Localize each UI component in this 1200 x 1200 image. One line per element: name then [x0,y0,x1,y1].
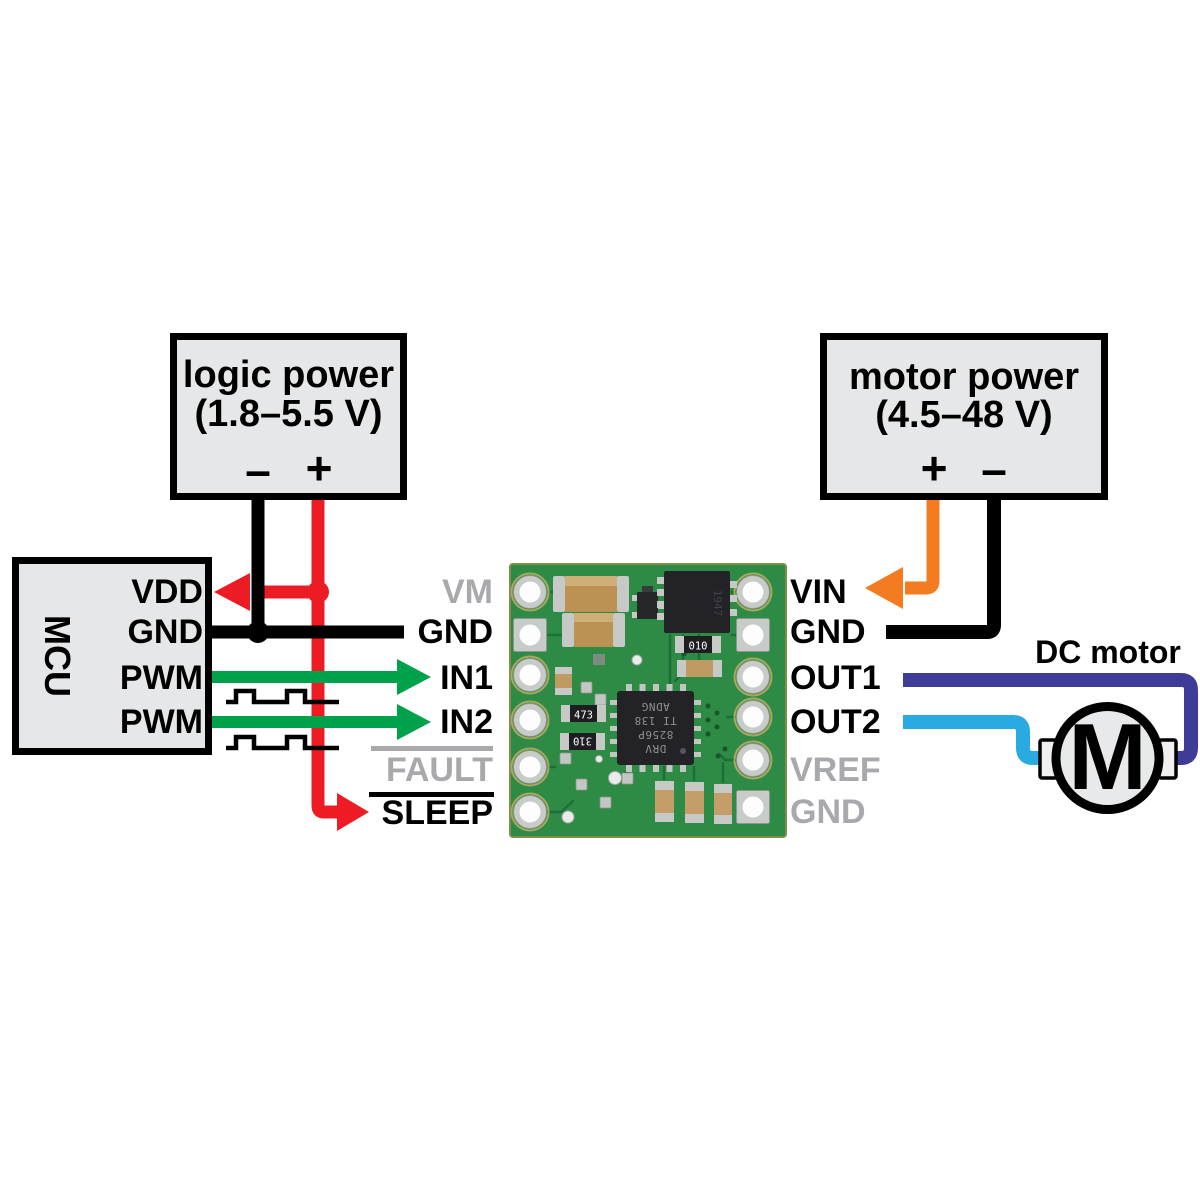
logic-power-range: (1.8–5.5 V) [194,393,383,435]
green-arrowhead-in2 [397,704,431,740]
pcb-pads [510,572,773,832]
motor-body [1051,702,1164,814]
driver-board: 1947 010 473 310 [509,563,787,838]
motor-m-symbol: M [1068,704,1147,810]
driver-pin-vin: VIN [790,573,847,611]
pcb-vias [559,651,728,824]
driver-pin-vref: VREF [790,751,881,789]
mcu-pin-gnd: GND [127,613,203,651]
pwm-waveform-1 [226,688,339,705]
bottom-capacitors [655,781,732,824]
driver-pin-out1: OUT1 [790,659,881,697]
driver-pin-gnd-l: GND [417,613,493,651]
mcu-box [12,557,212,755]
driver-pin-in2: IN2 [440,703,493,741]
navy-wire-out1 [903,673,1198,765]
aux-ic: 1947 [657,571,737,633]
driver-pin-out2: OUT2 [790,703,881,741]
ic-marking-line3: TI 138 [634,714,677,727]
black-wire-gnd-right [886,493,1001,639]
chip-resistors: 010 473 310 [555,636,722,750]
driver-pin-in1: IN1 [440,659,493,697]
motor-plus-sign: + [920,442,948,494]
logic-plus-sign: + [305,442,333,494]
aux-ic-marking: 1947 [711,590,724,617]
motor-symbol [1038,702,1178,814]
motor-minus-sign: – [981,443,1007,495]
sleep-overline [369,792,494,797]
driver-pin-vm: VM [442,573,493,611]
orange-wire-vin [905,493,940,595]
ic-marking-line1: DRV [645,742,666,755]
logic-power-title: logic power [182,354,395,396]
mcu-pin-vdd: VDD [131,573,203,611]
red-wire-logic-supply [311,493,339,819]
resistor-marking-010: 010 [689,641,708,653]
red-junction-dot [307,581,329,603]
resistor-marking-473: 473 [574,710,593,722]
orange-arrowhead-vin [865,567,903,609]
logic-power-box [170,333,407,500]
ic-marking-line4: ADNG [641,700,670,713]
red-arrowhead-sleep [337,793,369,831]
black-junction-dot [247,621,269,643]
driver-pin-sleep: SLEEP [381,794,493,832]
driver-ic: DRV 8256P TI 138 ADNG [610,684,701,772]
motor-power-title: motor power [848,356,1080,398]
dc-motor-label: DC motor [1035,634,1181,670]
mcu-label: MCU [37,615,78,697]
pcb-traces [545,590,738,814]
sky-wire-out2 [903,715,1048,765]
fault-overline [371,746,493,751]
driver-pin-fault: FAULT [385,751,493,789]
driver-pin-gnd-b: GND [790,793,866,831]
motor-power-range: (4.5–48 V) [875,394,1053,436]
driver-pin-gnd-r: GND [790,613,866,651]
motor-power-box [820,333,1108,500]
ic-marking-line2: 8256P [638,728,674,741]
mcu-pin-pwm1: PWM [119,659,203,697]
green-arrowhead-in1 [397,659,431,695]
wires-layer [212,493,1198,831]
logic-minus-sign: – [245,444,271,496]
red-arrowhead-vdd [214,573,250,611]
mcu-pin-pwm2: PWM [119,703,203,741]
bulk-capacitors [553,576,629,647]
resistor-marking-310: 310 [573,735,592,747]
pwm-waveform-2 [226,734,339,751]
